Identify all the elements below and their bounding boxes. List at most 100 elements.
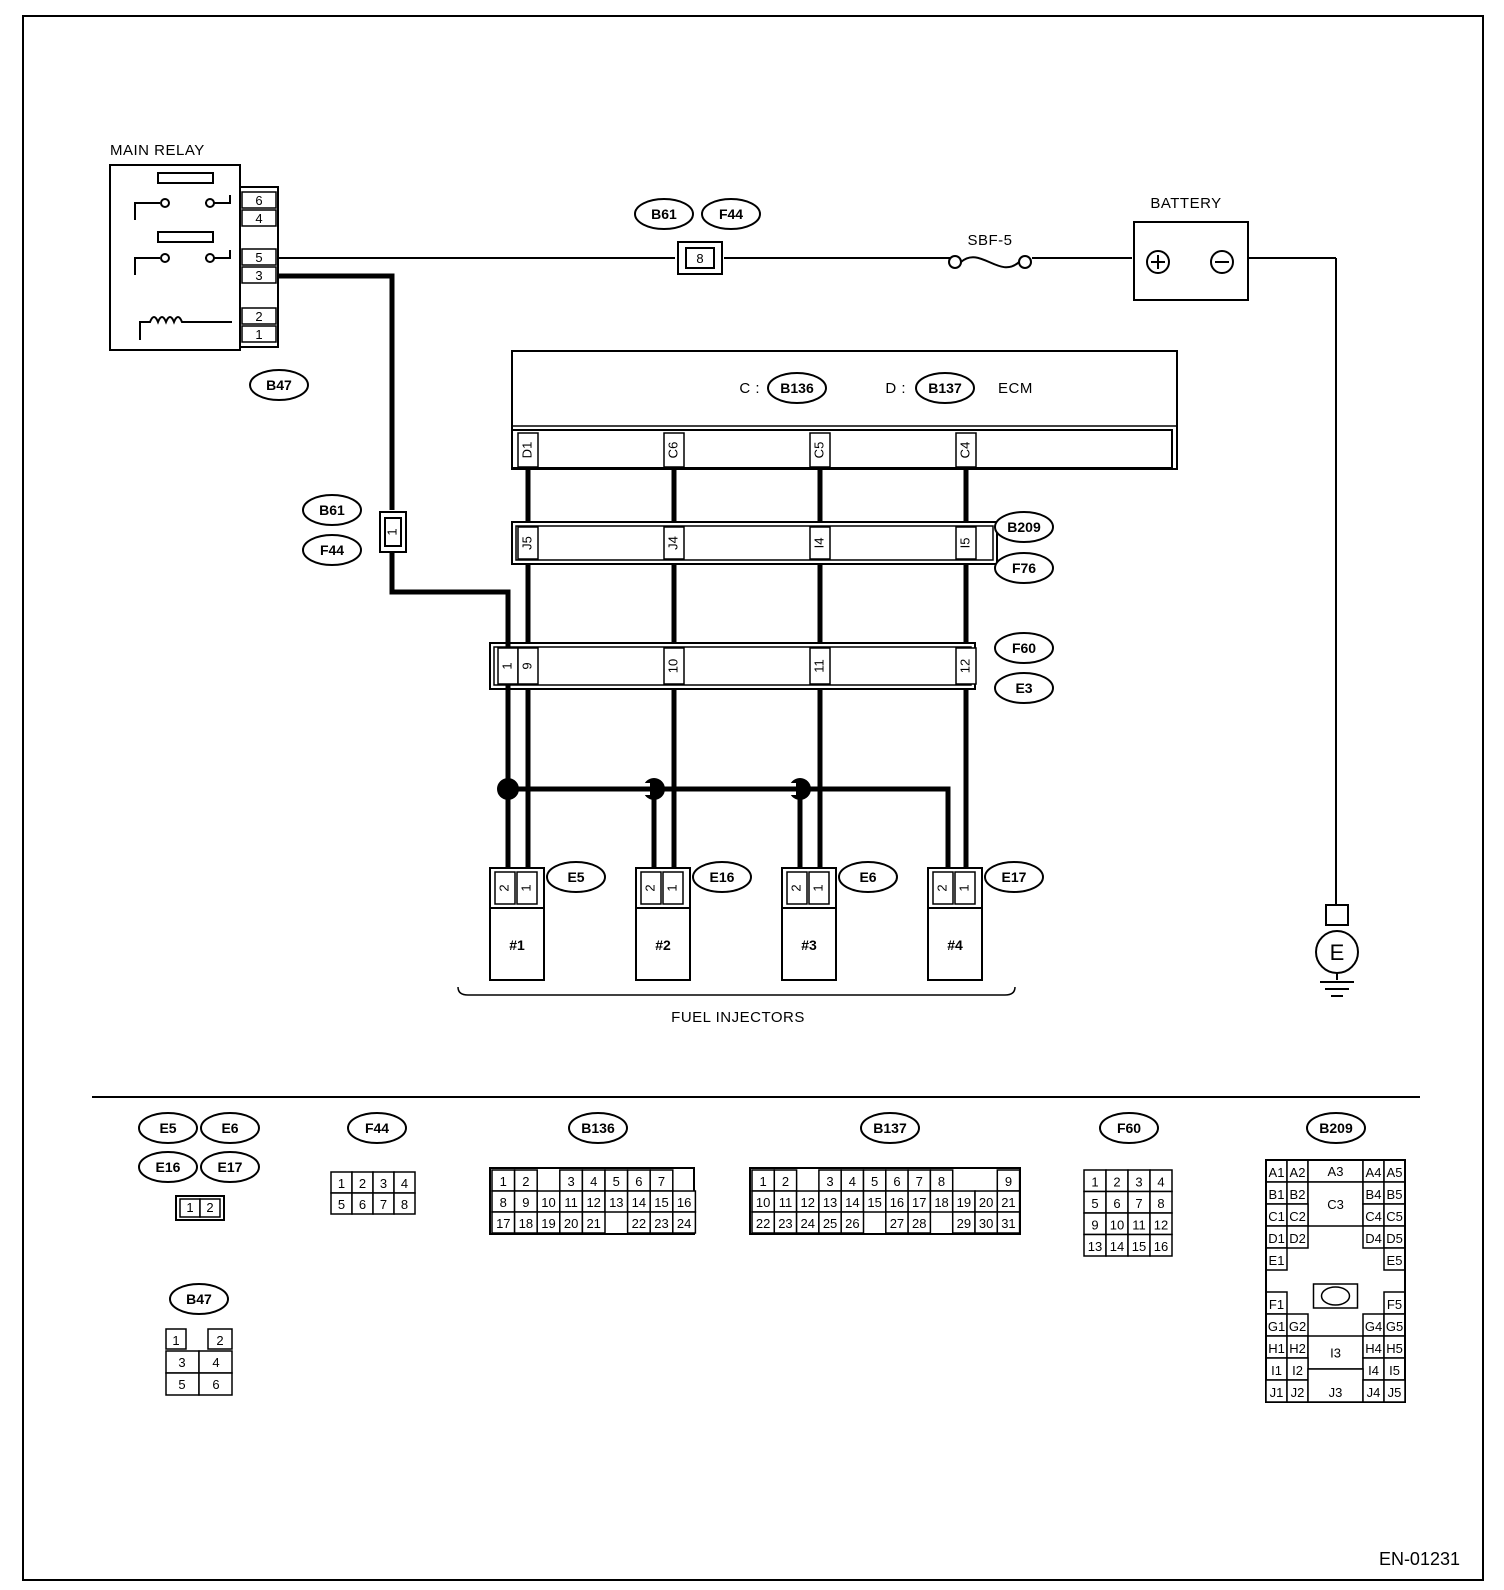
f60-pin-cell — [663, 647, 685, 685]
pin-label: 21 — [586, 1216, 600, 1231]
pin-label: B1 — [1269, 1187, 1285, 1202]
pin-label: 3 — [1135, 1175, 1142, 1190]
pin-label: 22 — [632, 1216, 646, 1231]
connector-tag: F60 — [1117, 1120, 1141, 1136]
pin-label: J1 — [1270, 1385, 1284, 1400]
pin-label: 11 — [564, 1195, 578, 1210]
injector-pin-cell — [932, 871, 954, 905]
pin-label: D4 — [1365, 1231, 1382, 1246]
connector-tag: B47 — [186, 1291, 212, 1307]
pin-label: F5 — [1387, 1297, 1402, 1312]
pin-label: 14 — [632, 1195, 646, 1210]
injector-pin-cell — [786, 871, 808, 905]
pin-label: 13 — [1088, 1239, 1102, 1254]
connector-tag-f60: F60 — [1012, 640, 1036, 656]
pin-label: 3 — [380, 1176, 387, 1191]
b209-pin-cell — [809, 526, 831, 560]
injector-pin-cell — [662, 871, 684, 905]
f60-pin-cell — [517, 647, 539, 685]
pin-label: 2 — [216, 1333, 223, 1348]
injector-tag: E5 — [567, 869, 584, 885]
ecm-label: ECM — [998, 380, 1033, 397]
b209-pin-label: J4 — [665, 536, 680, 550]
pin-label: J5 — [1388, 1385, 1402, 1400]
pin-label: I4 — [1368, 1363, 1379, 1378]
pin-label: 16 — [890, 1195, 904, 1210]
pin-label: 2 — [206, 1200, 213, 1215]
ground-label: E — [1330, 940, 1345, 965]
pin-label: 6 — [212, 1377, 219, 1392]
pin-label: 12 — [801, 1195, 815, 1210]
pin-label: I2 — [1292, 1363, 1303, 1378]
pin-cell — [393, 1192, 416, 1215]
pin-label: 17 — [912, 1195, 926, 1210]
pin-label: 5 — [613, 1174, 620, 1189]
b209-pin-cell — [663, 526, 685, 560]
tag-oval — [347, 1112, 407, 1144]
pin-label: J2 — [1291, 1385, 1305, 1400]
pin-cell — [996, 1211, 1021, 1234]
b209-pin-cell — [955, 526, 977, 560]
injector-name: #3 — [801, 937, 817, 953]
pin-label: 10 — [756, 1195, 770, 1210]
pin-label: 6 — [635, 1174, 642, 1189]
ecm-pin-label: D1 — [519, 442, 534, 459]
pin-label: 13 — [823, 1195, 837, 1210]
pin-label: 2 — [359, 1176, 366, 1191]
pin-label: J4 — [1367, 1385, 1381, 1400]
connector-tag: E17 — [218, 1159, 243, 1175]
battery: BATTERY — [1133, 195, 1249, 301]
pin-label: 20 — [564, 1216, 578, 1231]
pin-label: H2 — [1289, 1341, 1306, 1356]
pin-label: 4 — [401, 1176, 408, 1191]
ecm-pin-label: C4 — [957, 442, 972, 459]
pin-label: E1 — [1269, 1253, 1285, 1268]
pin-label: 16 — [1154, 1239, 1168, 1254]
tag-oval — [838, 861, 898, 893]
f60-pin-label: 10 — [665, 659, 680, 673]
pin-cell — [199, 1198, 221, 1218]
pin-label: G4 — [1365, 1319, 1382, 1334]
ecm-pin-label: C6 — [665, 442, 680, 459]
injector-pin-cell — [516, 871, 538, 905]
connector-tag: E16 — [156, 1159, 181, 1175]
ecm-pin-cell — [517, 432, 539, 468]
injector-power-bus — [508, 786, 951, 870]
pin-label: 9 — [1005, 1174, 1012, 1189]
pin-label: 24 — [677, 1216, 691, 1231]
pin-label: 16 — [677, 1195, 691, 1210]
connector-tag: B136 — [581, 1120, 615, 1136]
injector-pin-label: 2 — [496, 884, 511, 891]
pin-label: 2 — [522, 1174, 529, 1189]
pin-label: A1 — [1269, 1165, 1285, 1180]
pin-label: H1 — [1268, 1341, 1285, 1356]
main-relay-label: MAIN RELAY — [110, 142, 205, 159]
injector-name: #4 — [947, 937, 963, 953]
pin-cell — [840, 1211, 865, 1234]
pin-label: 14 — [1110, 1239, 1124, 1254]
fuse-label: SBF-5 — [967, 232, 1012, 249]
injector-name: #1 — [509, 937, 525, 953]
pin-label: 4 — [1157, 1175, 1164, 1190]
pin-label: 1 — [338, 1176, 345, 1191]
ecm-pin-cell — [663, 432, 685, 468]
pin-label: 9 — [1091, 1218, 1098, 1233]
pin-cell — [672, 1211, 697, 1234]
connector-tag-e3: E3 — [1015, 680, 1032, 696]
connector-tag-f76: F76 — [1012, 560, 1036, 576]
pin-label: C1 — [1268, 1209, 1285, 1224]
b209-pin-label: J5 — [519, 536, 534, 550]
pin-label: 9 — [522, 1195, 529, 1210]
pin-label: 1 — [500, 1174, 507, 1189]
pin-label: 3 — [826, 1174, 833, 1189]
tag-oval — [169, 1283, 229, 1315]
relay-pin: 2 — [255, 309, 262, 324]
pin-label: D5 — [1386, 1231, 1403, 1246]
main-relay: MAIN RELAY 6 4 5 3 2 1 — [109, 142, 279, 351]
battery-label: BATTERY — [1150, 195, 1221, 212]
